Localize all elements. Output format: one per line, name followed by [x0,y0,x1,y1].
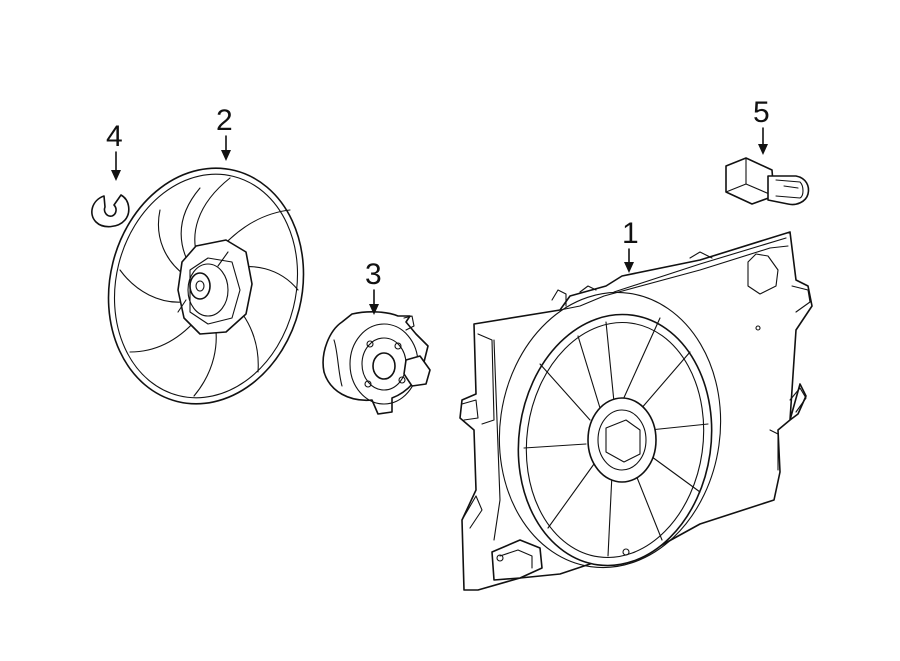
part-3-fan-motor[interactable] [322,311,431,415]
part-1-fan-shroud[interactable] [459,231,813,591]
part-5-resistor[interactable] [725,157,810,206]
callout-4: 4 [106,120,123,181]
svg-text:4: 4 [106,120,123,153]
part-4-retainer-clip[interactable] [91,194,130,228]
callout-3: 3 [365,258,382,315]
svg-text:3: 3 [365,258,382,291]
svg-text:1: 1 [622,217,639,250]
callout-2: 2 [216,104,233,161]
callout-1: 1 [622,217,639,273]
svg-text:5: 5 [753,96,770,129]
callout-5: 5 [753,96,770,155]
part-2-fan-blade[interactable] [84,147,328,424]
svg-text:2: 2 [216,104,233,137]
